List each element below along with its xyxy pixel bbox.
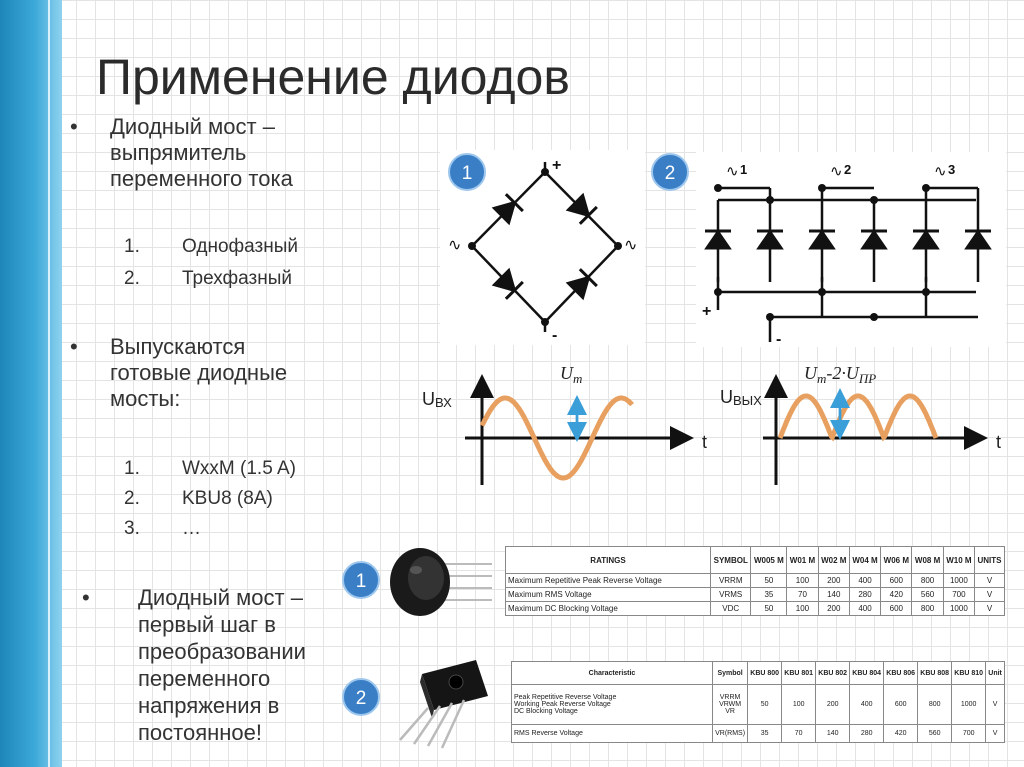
bullet-line: преобразовании (138, 639, 306, 664)
bullet-rectifier: • Диодный мост – выпрямитель переменного… (70, 114, 293, 191)
wxxm-ratings-table: RATINGS SYMBOL W005 M W01 M W02 M W04 M … (505, 546, 1005, 616)
badge-two-photo: 2 (342, 678, 380, 716)
sine-curve (479, 395, 634, 481)
bullet-line: постоянное! (138, 720, 263, 745)
rectified-curve (777, 393, 939, 442)
phase-label: 3 (948, 162, 955, 177)
t-label: t (702, 432, 707, 452)
um-minus-label: Um-2·UПР (804, 363, 876, 386)
bullet-line: Выпускаются (110, 334, 246, 359)
bullet-line: напряжения в (138, 693, 280, 718)
ac-icon: ∿ (934, 162, 947, 180)
input-waveform: UВХ t Um (422, 363, 707, 485)
kbu-characteristics-table: Characteristic Symbol KBU 800 KBU 801 KB… (511, 661, 1005, 743)
output-waveform: UВЫХ t Um-2·UПР (720, 363, 1001, 485)
minus-label: - (552, 327, 557, 344)
bullet-line: переменного (138, 666, 271, 691)
minus-label: - (776, 331, 781, 347)
badge-one: 1 (448, 153, 486, 191)
u-out-label: UВЫХ (720, 387, 762, 408)
wxxm-bridge-photo (390, 548, 492, 616)
table-row: Peak Repetitive Reverse Voltage Working … (511, 684, 1005, 725)
bullet-line: переменного тока (110, 166, 293, 191)
u-in-label: UВХ (422, 389, 452, 410)
bullet-line: выпрямитель (110, 140, 247, 165)
bullet-line: первый шаг в (138, 612, 276, 637)
bullet-line: мосты: (110, 386, 181, 411)
ac-icon: ∿ (830, 162, 843, 180)
sidebar-accent-line (48, 0, 50, 767)
three-phase-bridge-diagram: ∿ 1 ∿ 2 ∿ 3 + - (696, 152, 1006, 347)
table-header-row: Characteristic Symbol KBU 800 KBU 801 KB… (511, 661, 1005, 685)
kbu8-bridge-photo (399, 660, 488, 749)
sidebar-decoration (0, 0, 62, 767)
ac-icon: ∿ (448, 235, 461, 254)
plus-label: + (552, 157, 561, 174)
bullet-first-step: • Диодный мост – первый шаг в преобразов… (82, 585, 306, 745)
badge-one-photo: 1 (342, 561, 380, 599)
bullet-line: Диодный мост – (138, 585, 303, 610)
phase-label: 2 (844, 162, 851, 177)
bullet-line: готовые диодные (110, 360, 288, 385)
table-header-row: RATINGS SYMBOL W005 M W01 M W02 M W04 M … (505, 546, 1005, 574)
um-label: Um (560, 363, 582, 386)
ac-icon: ∿ (624, 235, 637, 254)
slide-title: Применение диодов (96, 49, 570, 105)
bullet-line: Диодный мост – (110, 114, 275, 139)
phase-label: 1 (740, 162, 747, 177)
badge-two: 2 (651, 153, 689, 191)
t-label: t (996, 432, 1001, 452)
ac-icon: ∿ (726, 162, 739, 180)
bullet-ready-bridges: • Выпускаются готовые диодные мосты: (70, 334, 288, 411)
plus-label: + (702, 303, 711, 320)
